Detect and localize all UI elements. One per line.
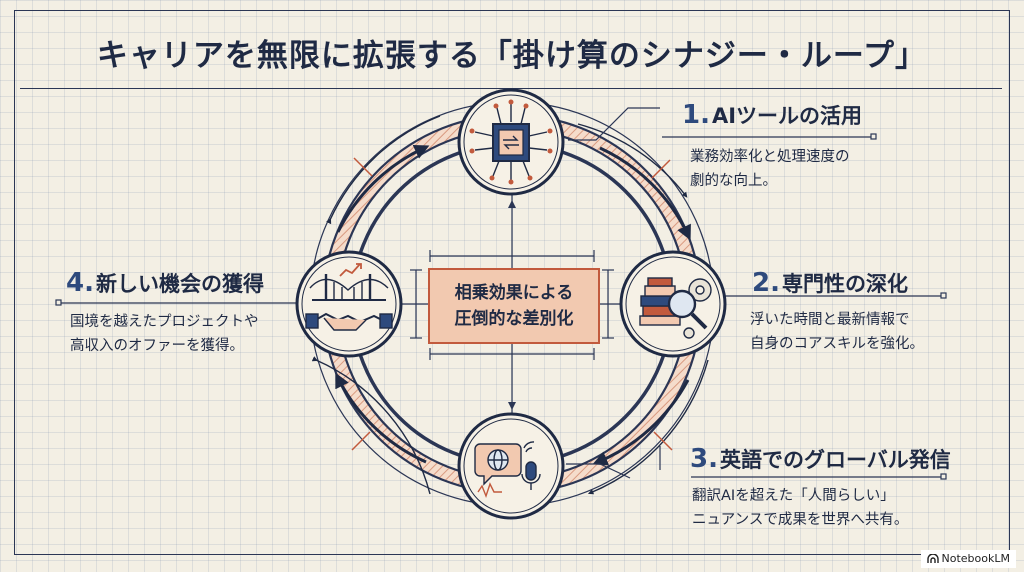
step-3-desc-line-2: ニュアンスで成果を世界へ共有。	[692, 512, 909, 528]
center-arrow-up	[508, 200, 516, 208]
step-1-heading: AIツールの活用	[711, 104, 863, 128]
step-4-title: 4.新しい機会の獲得	[66, 268, 264, 298]
step-1-desc-line-2: 劇的な向上。	[690, 173, 777, 189]
step-2-title: 2.専門性の深化	[752, 268, 908, 298]
step-4-description: 国境を越えたプロジェクトや 高収入のオファーを獲得。	[70, 310, 259, 358]
loop-arrow-1-to-2	[599, 146, 691, 241]
step-3-description: 翻訳AIを超えた「人間らしい」 ニュアンスで成果を世界へ共有。	[692, 484, 908, 532]
step-2-desc-line-2: 自身のコアスキルを強化。	[750, 336, 924, 352]
node-ai-tools	[457, 88, 565, 196]
accent-ticks	[351, 157, 673, 451]
step-2-number: 2.	[752, 268, 780, 298]
brand-label: NotebookLM	[941, 552, 1010, 565]
step-4-number: 4.	[66, 268, 94, 298]
step-1-description: 業務効率化と処理速度の 劇的な向上。	[690, 145, 850, 193]
step-3-number: 3.	[690, 444, 718, 474]
loop-arrow-2-to-3	[592, 379, 690, 466]
loop-arrow-4-to-1	[336, 145, 430, 233]
step-2-description: 浮いた時間と最新情報で 自身のコアスキルを強化。	[750, 308, 924, 356]
bridge-handshake-icon	[305, 263, 393, 331]
step-4-desc-line-2: 高収入のオファーを獲得。	[70, 338, 244, 354]
node-opportunities	[295, 250, 403, 358]
ai-chip-icon	[469, 99, 553, 185]
center-line-1: 相乗効果による	[454, 283, 574, 303]
step-1-number: 1.	[682, 100, 710, 130]
books-magnifier-gear-icon	[639, 277, 712, 339]
step-4-heading: 新しい機会の獲得	[95, 272, 264, 296]
step-3-desc-line-1: 翻訳AIを超えた「人間らしい」	[692, 488, 895, 504]
notebooklm-badge: NotebookLM	[920, 550, 1016, 568]
loop-arrow-3-to-4	[335, 372, 427, 464]
center-synergy-box: 相乗効果による 圧倒的な差別化	[428, 268, 600, 344]
guide-arrow-b	[587, 359, 709, 495]
blueprint-frame	[14, 10, 1010, 555]
step-4-desc-line-1: 国境を越えたプロジェクトや	[70, 314, 259, 330]
node-global-english	[457, 412, 565, 520]
step-2-heading: 専門性の深化	[781, 272, 908, 296]
step-1-desc-line-1: 業務効率化と処理速度の	[690, 149, 850, 165]
center-arrow-down	[508, 402, 516, 410]
guide-arrow-a	[577, 123, 688, 198]
step-1-title: 1.AIツールの活用	[682, 100, 862, 130]
speech-globe-microphone-icon	[474, 441, 541, 499]
center-line-2: 圧倒的な差別化	[454, 309, 574, 329]
page-title: キャリアを無限に拡張する「掛け算のシナジー・ループ」	[96, 38, 928, 74]
leader-lines	[55, 107, 947, 480]
guide-arrow-d	[326, 115, 441, 225]
step-3-title: 3.英語でのグローバル発信	[690, 444, 951, 474]
notebooklm-logo-icon	[926, 554, 939, 563]
step-2-desc-line-1: 浮いた時間と最新情報で	[750, 312, 910, 328]
guide-arrow-c	[311, 356, 431, 495]
step-3-heading: 英語でのグローバル発信	[719, 448, 951, 472]
center-crosshair	[370, 190, 652, 414]
node-expertise	[619, 250, 727, 358]
